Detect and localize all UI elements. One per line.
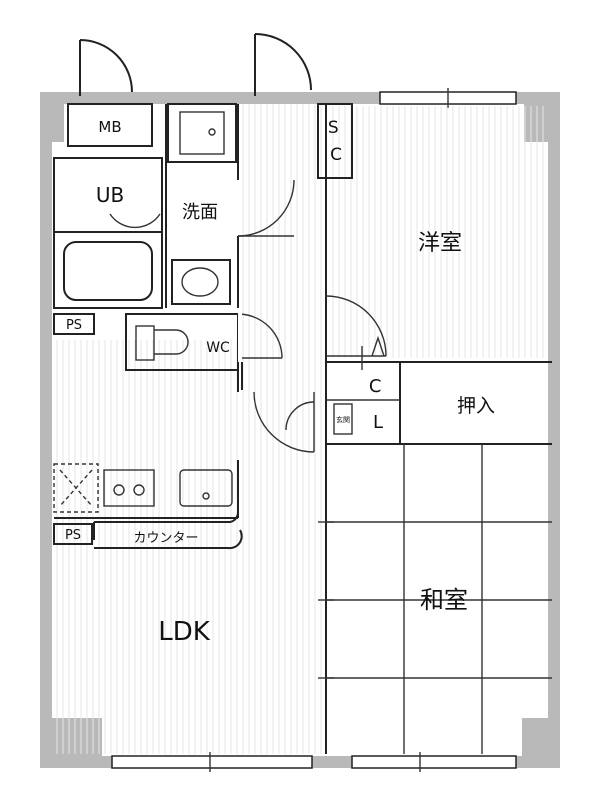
windows xyxy=(111,88,517,772)
ldk-label: LDK xyxy=(158,617,211,647)
ps-top xyxy=(53,313,95,335)
wc-room xyxy=(125,312,283,392)
cl-label-line1: C xyxy=(369,376,382,397)
small-box xyxy=(333,403,353,435)
cl-label-line2: L xyxy=(373,412,383,433)
mb-label: MB xyxy=(98,118,121,136)
entrance-doors xyxy=(79,33,312,96)
sc-label-line2: C xyxy=(330,145,342,165)
washroom xyxy=(165,104,295,308)
ps-bottom-label: PS xyxy=(65,528,81,543)
interior-walls xyxy=(241,104,552,754)
counter-label: カウンター xyxy=(133,531,198,546)
sc-label-line1: S xyxy=(328,118,339,138)
tatami-grid xyxy=(318,444,552,754)
japanese-room-label: 和室 xyxy=(420,586,468,614)
washroom-cabinet xyxy=(167,103,237,163)
mb-closet xyxy=(67,103,153,147)
oshiire-label: 押入 xyxy=(457,395,495,417)
kitchen-counter xyxy=(53,460,243,550)
ps-bottom xyxy=(53,523,93,545)
ps-top-label: PS xyxy=(66,318,82,333)
shoe-closet xyxy=(317,103,353,179)
washroom-label: 洗面 xyxy=(182,202,218,223)
wc-label: WC xyxy=(206,340,230,356)
cl-label: C L xyxy=(369,376,387,433)
small-box-label: 玄関 xyxy=(336,415,350,424)
ub-label: UB xyxy=(96,183,124,207)
bathroom xyxy=(53,157,163,309)
western-room-label: 洋室 xyxy=(418,231,462,256)
sc-label: S C xyxy=(328,118,344,165)
western-room-door xyxy=(325,295,387,370)
corridor-door xyxy=(253,391,315,453)
